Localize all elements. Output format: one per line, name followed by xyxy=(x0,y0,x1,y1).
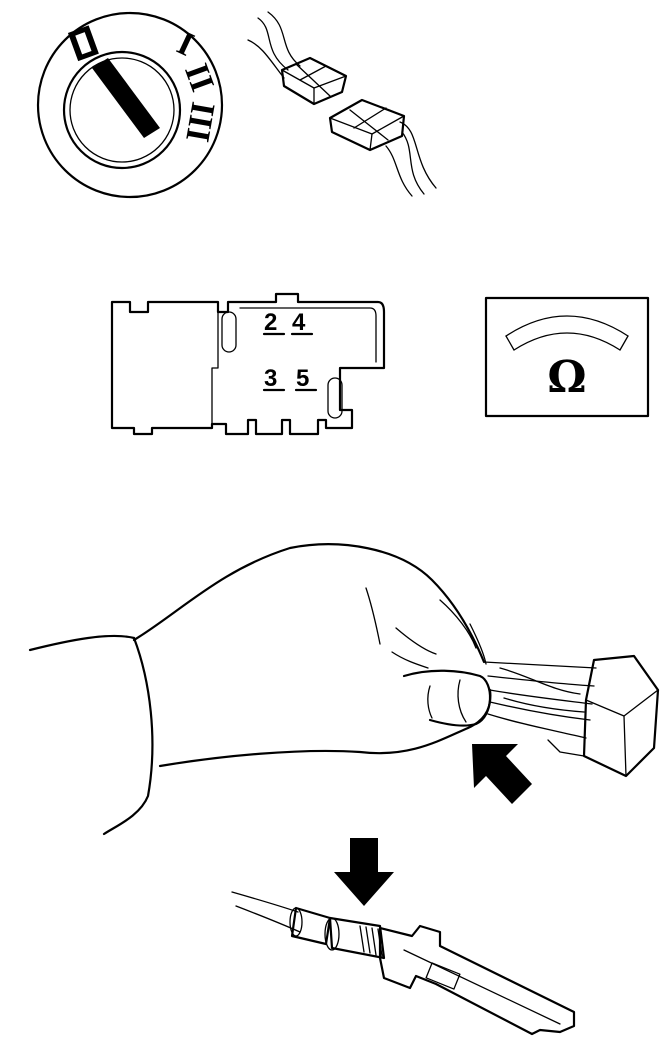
terminal-number-3: 3 xyxy=(264,365,277,392)
arrow-icon xyxy=(472,744,532,804)
position-label-2: II xyxy=(177,59,221,97)
position-label-3: III xyxy=(178,99,221,145)
crimp-terminal-icon xyxy=(231,891,576,1036)
ignition-key-switch-icon: 0 I II III xyxy=(36,11,224,199)
ohm-symbol: Ω xyxy=(547,352,586,403)
arrow-icon xyxy=(334,838,394,906)
hand-releasing-connector-icon xyxy=(28,543,660,836)
terminal-number-2: 2 xyxy=(264,309,277,336)
terminal-number-5: 5 xyxy=(296,365,309,392)
position-zero-marker xyxy=(67,25,99,62)
connector-face: 2 4 3 5 xyxy=(110,292,386,436)
position-label-1: I xyxy=(172,25,200,64)
plug-connector-pair-icon xyxy=(247,11,437,197)
ohmmeter-icon: Ω xyxy=(484,296,650,418)
terminal-number-4: 4 xyxy=(292,309,306,336)
